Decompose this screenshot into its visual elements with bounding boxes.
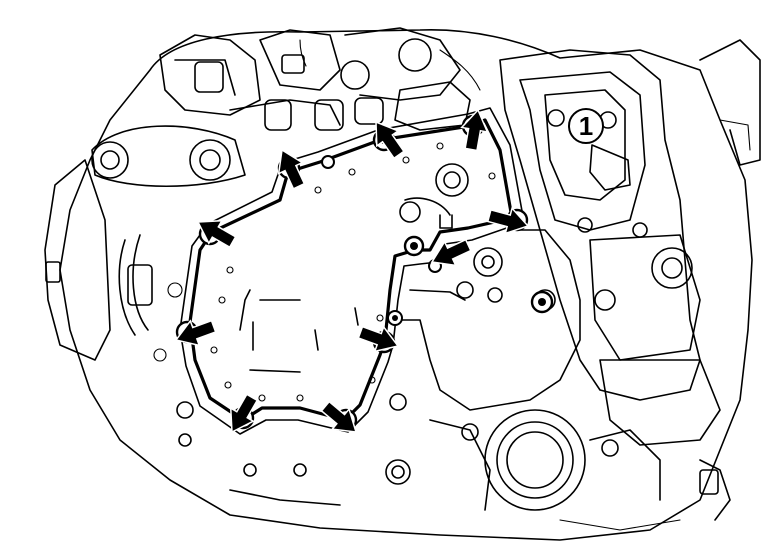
arrow-icon [219, 390, 265, 440]
arrow-icon [316, 395, 366, 443]
bolt [321, 155, 335, 169]
lower-housing [176, 229, 731, 531]
right-valve-body [499, 39, 761, 446]
arrow-icon [190, 209, 240, 255]
upper-components [159, 27, 481, 131]
callout-label: 1 [579, 111, 593, 141]
cover-gasket [179, 107, 525, 435]
bolt [387, 310, 403, 326]
transmission-housing [44, 28, 753, 541]
arrow-icon [364, 113, 411, 163]
bolt [530, 290, 554, 314]
bolt [403, 235, 425, 257]
arrow-group [170, 106, 533, 443]
callout-1: 1 [568, 108, 604, 144]
